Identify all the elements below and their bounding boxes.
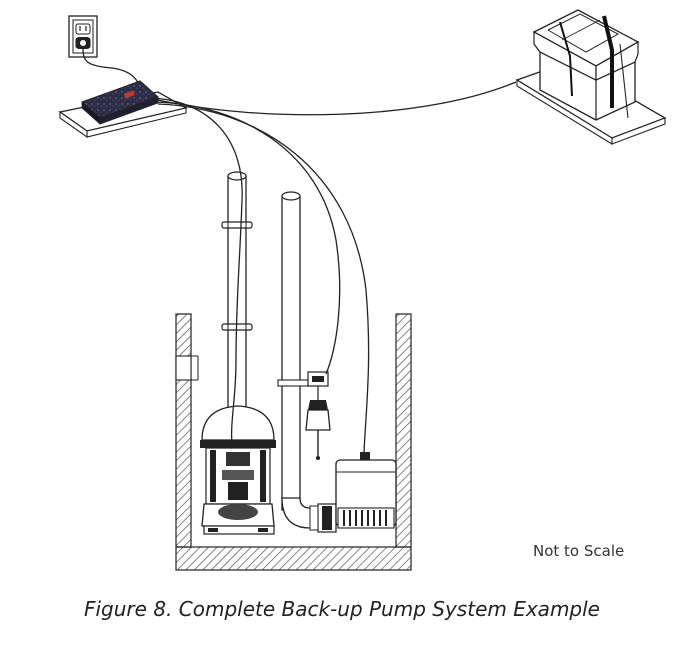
wall-outlet-icon [68,15,98,58]
scale-note: Not to Scale [533,542,625,560]
primary-pump-cord [149,97,243,446]
primary-pump-icon [200,405,276,535]
sump-pit-icon [175,313,412,571]
controller-icon [81,80,159,125]
backup-pump-cable [157,103,370,453]
float-switch-icon [277,371,331,460]
float-switch-cable [155,101,341,375]
battery-box-icon [532,9,640,121]
backup-pump-icon [335,452,397,529]
figure-caption: Figure 8. Complete Back-up Pump System E… [84,597,600,621]
backup-discharge-pipe [281,191,337,533]
power-cord [82,48,141,93]
